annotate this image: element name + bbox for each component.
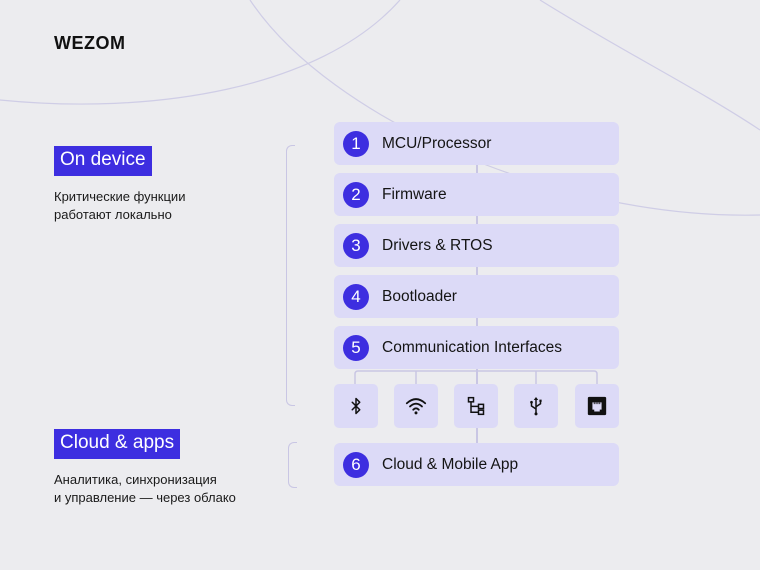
layer-label: Cloud & Mobile App bbox=[382, 455, 519, 473]
on-device-bracket bbox=[286, 145, 295, 406]
layer-drivers-rtos: 3 Drivers & RTOS bbox=[334, 224, 619, 267]
layer-label: Bootloader bbox=[382, 287, 457, 305]
layer-number-badge: 6 bbox=[343, 451, 369, 478]
layer-communication-interfaces: 5 Communication Interfaces bbox=[334, 326, 619, 369]
wifi-tile bbox=[394, 384, 438, 428]
wifi-icon bbox=[405, 398, 427, 415]
on-device-desc-line: Критические функции bbox=[54, 189, 186, 204]
on-device-desc-line: работают локально bbox=[54, 207, 172, 222]
layer-number-badge: 2 bbox=[343, 181, 369, 208]
cloud-apps-description: Аналитика, синхронизация и управление — … bbox=[54, 471, 236, 507]
layer-label: MCU/Processor bbox=[382, 134, 492, 152]
bluetooth-tile bbox=[334, 384, 378, 428]
layer-number-badge: 4 bbox=[343, 283, 369, 310]
on-device-tag: On device bbox=[54, 146, 152, 176]
layer-cloud-mobile-app: 6 Cloud & Mobile App bbox=[334, 443, 619, 486]
cloud-apps-tag: Cloud & apps bbox=[54, 429, 181, 459]
cloud-apps-desc-line: Аналитика, синхронизация bbox=[54, 472, 217, 487]
bluetooth-icon bbox=[351, 397, 361, 415]
network-tree-icon bbox=[467, 396, 485, 416]
layer-label: Drivers & RTOS bbox=[382, 236, 493, 254]
cloud-apps-desc-line: и управление — через облако bbox=[54, 490, 236, 505]
layer-number-badge: 3 bbox=[343, 232, 369, 259]
layer-label: Firmware bbox=[382, 185, 447, 203]
cloud-bracket bbox=[288, 442, 297, 488]
usb-icon bbox=[530, 397, 542, 416]
layer-number-badge: 1 bbox=[343, 130, 369, 157]
ethernet-port-tile bbox=[575, 384, 619, 428]
wezom-logo: WEZOM bbox=[54, 33, 126, 53]
layer-mcu-processor: 1 MCU/Processor bbox=[334, 122, 619, 165]
on-device-description: Критические функции работают локально bbox=[54, 188, 185, 224]
interface-connector bbox=[354, 370, 598, 386]
network-tree-tile bbox=[454, 384, 498, 428]
layer-label: Communication Interfaces bbox=[382, 338, 563, 356]
layer-firmware: 2 Firmware bbox=[334, 173, 619, 216]
usb-tile bbox=[514, 384, 558, 428]
layer-number-badge: 5 bbox=[343, 334, 369, 361]
ethernet-port-icon bbox=[587, 396, 607, 416]
layer-bootloader: 4 Bootloader bbox=[334, 275, 619, 318]
